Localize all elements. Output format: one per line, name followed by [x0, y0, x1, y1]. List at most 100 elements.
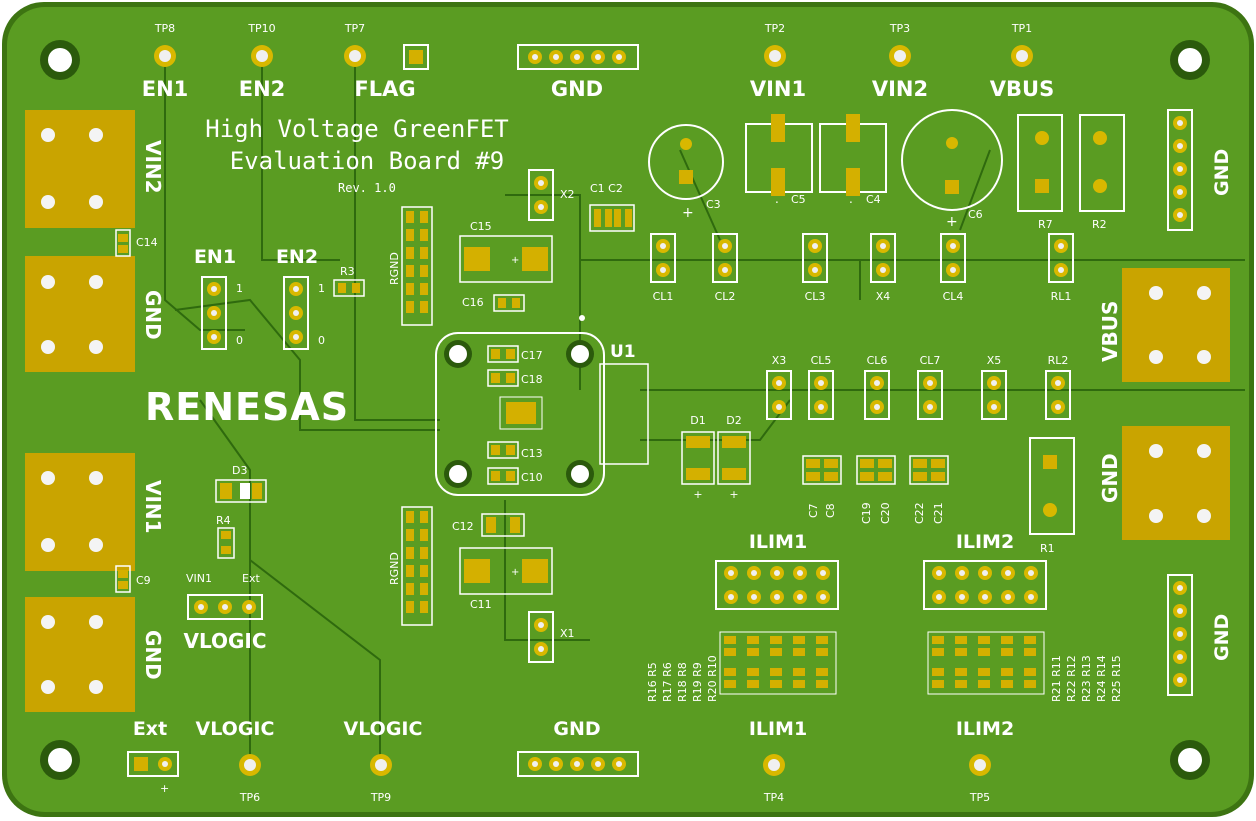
- testpoint-tp3[interactable]: TP3 VIN2: [872, 22, 928, 101]
- polarity-mark: .: [849, 192, 853, 206]
- refdes-label: C7: [807, 503, 820, 518]
- refdes-label: CL2: [715, 290, 736, 303]
- resistor-r2: R2: [1079, 114, 1125, 231]
- jumper-cl5[interactable]: CL5: [808, 354, 834, 420]
- u1-ic-package: [435, 315, 649, 496]
- connector-ext[interactable]: [127, 751, 179, 777]
- refdes-label: C4: [866, 193, 881, 206]
- jumper-x1[interactable]: [528, 611, 554, 663]
- testpoint-tp1[interactable]: TP1 VBUS: [990, 22, 1054, 101]
- refdes-label: R23 R13: [1080, 655, 1093, 702]
- tp-net-label: VBUS: [990, 77, 1054, 101]
- jumper-x5[interactable]: X5: [981, 354, 1007, 420]
- refdes-label: RL2: [1048, 354, 1069, 367]
- refdes-label: X3: [772, 354, 787, 367]
- vlogic-option-label: VIN1: [186, 572, 212, 585]
- refdes-label: R24 R14: [1095, 655, 1108, 702]
- refdes-label: C10: [521, 471, 543, 484]
- refdes-label: R3: [340, 265, 355, 278]
- refdes-label: D3: [232, 464, 247, 477]
- gnd-terminal-label: GND: [141, 290, 165, 340]
- rgnd-array-upper: RGND: [388, 206, 433, 326]
- polarity-mark: .: [775, 192, 779, 206]
- jumper-en2[interactable]: [283, 276, 309, 350]
- jumper-x2[interactable]: [528, 169, 554, 221]
- terminal-vbus[interactable]: VBUS: [1098, 268, 1230, 382]
- terminal-gnd-upper[interactable]: GND: [25, 256, 165, 372]
- terminal-vin2[interactable]: VIN2: [25, 110, 165, 228]
- refdes-label: R20 R10: [706, 655, 719, 702]
- resistor-bank-ilim2: [927, 631, 1045, 695]
- testpoint-tp6[interactable]: VLOGIC TP6: [196, 718, 275, 804]
- diode-d3: [215, 479, 267, 503]
- jumper-cl4[interactable]: CL4: [940, 233, 966, 303]
- jumper-cl2[interactable]: CL2: [712, 233, 738, 303]
- refdes-label: C8: [824, 503, 837, 518]
- refdes-label: X4: [876, 290, 891, 303]
- gnd-header-right-bottom[interactable]: GND: [1167, 574, 1233, 696]
- tp-ref-label: TP1: [1011, 22, 1032, 35]
- refdes-label: X2: [560, 188, 575, 201]
- cap-c5: . C5: [745, 114, 813, 206]
- terminal-vin1[interactable]: VIN1: [25, 453, 165, 571]
- jumper-rl1[interactable]: RL1: [1048, 233, 1074, 303]
- jumper-en1[interactable]: [201, 276, 227, 350]
- testpoint-tp8[interactable]: TP8 EN1: [142, 22, 189, 101]
- cap-c19-c20: C19 C20: [856, 455, 896, 524]
- jumper-cl7[interactable]: CL7: [917, 354, 943, 420]
- refdes-label: R2: [1092, 218, 1107, 231]
- testpoint-tp5[interactable]: ILIM2 TP5: [956, 718, 1014, 804]
- tp-net-label: ILIM2: [956, 718, 1014, 740]
- cap-c3: + C3: [648, 124, 724, 221]
- mounting-holes: [40, 40, 1210, 780]
- jumper-x3[interactable]: X3: [766, 354, 792, 420]
- testpoint-tp4[interactable]: ILIM1 TP4: [749, 718, 807, 804]
- testpoint-tp9[interactable]: VLOGIC TP9: [344, 718, 423, 804]
- cap-c14: [115, 229, 131, 257]
- jumper-cl3[interactable]: CL3: [802, 233, 828, 303]
- refdes-label: C1 C2: [590, 182, 623, 195]
- jumper-x4[interactable]: X4: [870, 233, 896, 303]
- jumper-rl2[interactable]: RL2: [1045, 354, 1071, 420]
- rgnd-label: RGND: [388, 252, 401, 285]
- terminal-gnd-right[interactable]: GND: [1098, 426, 1230, 540]
- testpoint-tp2[interactable]: TP2 VIN1: [750, 22, 806, 101]
- jumper-cl6[interactable]: CL6: [864, 354, 890, 420]
- gnd-header-right-top[interactable]: GND: [1167, 109, 1233, 231]
- cap-c1-c2: [589, 204, 635, 232]
- cap-c15: [459, 235, 553, 283]
- refdes-label: CL7: [920, 354, 941, 367]
- refdes-label: R1: [1040, 542, 1055, 555]
- polarity-mark: +: [729, 488, 738, 501]
- jumper-cl1[interactable]: CL1: [650, 233, 676, 303]
- tp-net-label: VLOGIC: [196, 718, 275, 740]
- ilim1-label: ILIM1: [749, 531, 807, 553]
- polarity-mark: +: [160, 782, 169, 795]
- board-title-line2: Evaluation Board #9: [230, 147, 505, 175]
- vlogic-option-label: Ext: [242, 572, 260, 585]
- polarity-mark: +: [946, 214, 958, 230]
- refdes-label: R7: [1038, 218, 1053, 231]
- refdes-label: C13: [521, 447, 543, 460]
- diode-d2: D2 +: [717, 414, 751, 501]
- jumper-vlogic-select[interactable]: [187, 594, 263, 620]
- gnd-header-bottom[interactable]: GND: [517, 718, 639, 777]
- cap-c6: + C6: [901, 109, 1003, 230]
- testpoint-tp10[interactable]: TP10 EN2: [239, 22, 286, 101]
- terminal-gnd-lower[interactable]: GND: [25, 597, 165, 712]
- refdes-label: R22 R12: [1065, 655, 1078, 702]
- refdes-label: CL5: [811, 354, 832, 367]
- cap-c4: . C4: [819, 114, 887, 206]
- testpoint-tp7[interactable]: TP7 FLAG: [344, 22, 429, 101]
- gnd-header-top[interactable]: GND: [517, 44, 639, 101]
- tp-ref-label: TP9: [370, 791, 391, 804]
- vlogic-label: VLOGIC: [183, 629, 266, 653]
- tp-ref-label: TP6: [239, 791, 260, 804]
- header-ilim2[interactable]: [923, 560, 1047, 610]
- jumper-pos-label: 1: [236, 282, 243, 295]
- rgnd-array-lower: RGND: [388, 506, 433, 626]
- header-ilim1[interactable]: [715, 560, 839, 610]
- resistor-r7: R7: [1017, 114, 1063, 231]
- refdes-label: R16 R5: [646, 662, 659, 702]
